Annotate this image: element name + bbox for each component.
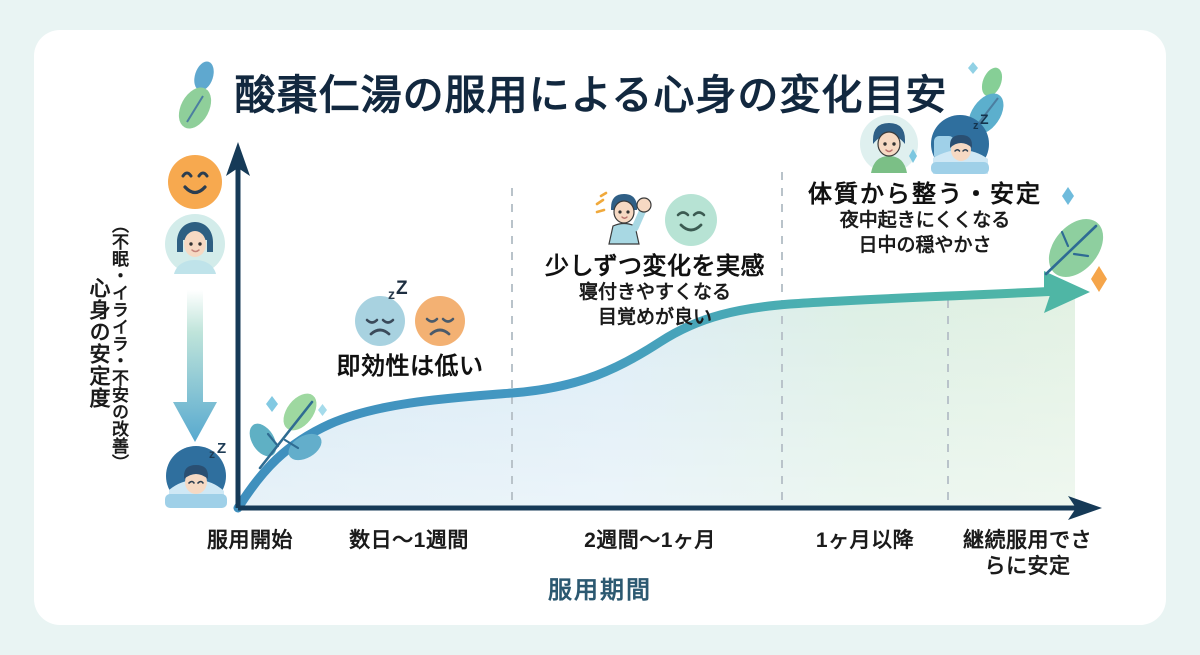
woman-avatar-icon [165,214,225,274]
x-axis-title: 服用期間 [548,577,652,604]
annotation-stage-1: z Z 即効性は低い [300,278,520,381]
cheering-person-icon [595,191,652,245]
title-block: 酸棗仁湯の服用による心身の変化目安 [0,50,1200,140]
happy-person-icon [860,115,918,173]
stage-2-icons [520,188,790,246]
x-tick-1: 数日〜1週間 [349,529,469,552]
smiley-face-icon [168,155,222,209]
x-tick-2: 2週間〜1ヶ月 [584,529,716,552]
annotation-stage-2: 少しずつ変化を実感 寝付きやすくなる 目覚めが良い [520,188,790,331]
sleepy-sad-face-icon [355,296,405,346]
y-axis-label-sub: （不眠・イライラ・不安の改善） [109,215,128,471]
stage-1-icons: z Z [300,278,520,346]
down-arrow-icon [173,290,217,442]
svg-text:z: z [209,447,215,461]
sleeping-woman-icon: z Z [165,442,227,508]
sleeping-in-bed-icon: z Z [931,112,989,174]
smiling-face-icon [665,194,717,246]
stage-2-sub-0: 寝付きやすくなる [578,282,731,304]
y-axis-label: 心身の安定度 （不眠・イライラ・不安の改善） [87,178,128,508]
stage-3-sub-0: 夜中起きにくくなる [839,210,1011,232]
x-tick-3: 1ヶ月以降 [815,529,915,552]
leaf-title-left-icon [179,61,214,129]
stage-3-sub-1: 日中の穏やかさ [858,234,992,256]
stage-1-heading: 即効性は低い [336,353,484,380]
svg-text:Z: Z [217,442,226,457]
x-tick-4: 継続服用でさらに安定 [963,529,1092,579]
stage-3-icons: z Z [790,112,1060,174]
svg-text:z: z [973,120,979,132]
stage-2-heading: 少しずつ変化を実感 [544,253,766,280]
sad-face-icon [415,296,465,346]
y-axis-label-main: 心身の安定度 [87,277,110,409]
stage-2-sub-1: 目覚めが良い [597,306,712,328]
page-title: 酸棗仁湯の服用による心身の変化目安 [234,71,948,118]
stage-3-heading: 体質から整う・安定 [808,181,1042,208]
annotation-stage-3: z Z 体質から整う・安定 夜中起きにくくなる 日中の穏やかさ [790,112,1060,259]
svg-text:Z: Z [980,112,989,127]
x-tick-0: 服用開始 [207,529,293,552]
